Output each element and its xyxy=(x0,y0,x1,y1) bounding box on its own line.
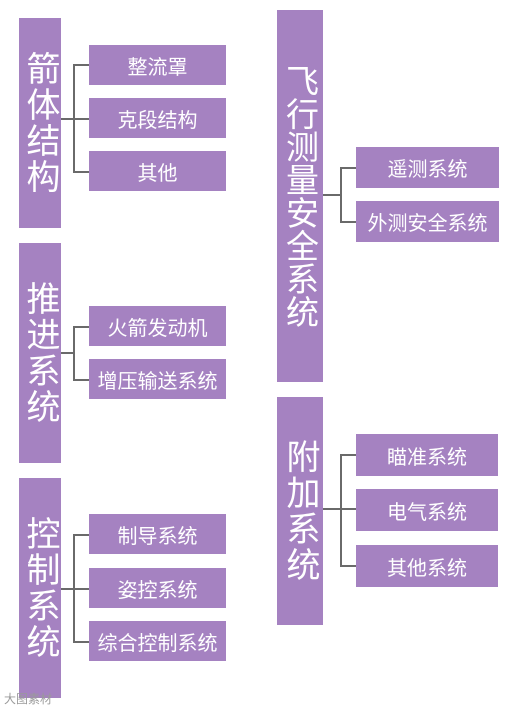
item-rocket-engine: 火箭发动机 xyxy=(89,306,226,346)
connector xyxy=(340,565,356,567)
connector xyxy=(340,508,356,510)
item-other-systems: 其他系统 xyxy=(356,545,498,587)
connector xyxy=(340,221,356,223)
connector xyxy=(73,326,89,328)
connector xyxy=(73,534,89,536)
connector xyxy=(340,454,356,456)
item-pressurization-system: 增压输送系统 xyxy=(89,359,226,399)
connector xyxy=(73,64,89,66)
item-guidance-system: 制导系统 xyxy=(89,514,226,554)
watermark: 大图素材 xyxy=(4,692,53,706)
connector xyxy=(61,352,74,354)
item-section-structure: 克段结构 xyxy=(89,98,226,138)
connector xyxy=(61,588,74,590)
item-other: 其他 xyxy=(89,151,226,191)
group-title-propulsion: 推进系统 xyxy=(19,243,61,463)
item-external-safety-system: 外测安全系统 xyxy=(356,201,499,242)
connector xyxy=(73,118,89,120)
connector xyxy=(323,508,341,510)
group-title-rocket-body: 箭体结构 xyxy=(19,18,61,228)
connector xyxy=(73,326,75,380)
connector xyxy=(73,171,89,173)
connector xyxy=(73,588,89,590)
connector xyxy=(340,167,342,222)
item-telemetry-system: 遥测系统 xyxy=(356,147,499,188)
item-integrated-control: 综合控制系统 xyxy=(89,621,226,661)
connector xyxy=(323,194,341,196)
connector xyxy=(61,118,74,120)
group-title-control: 控制系统 xyxy=(19,478,61,698)
group-title-auxiliary: 附加系统 xyxy=(277,397,323,625)
item-attitude-control: 姿控系统 xyxy=(89,568,226,608)
group-title-flight-safety: 飞行测量安全系统 xyxy=(277,10,323,382)
connector xyxy=(73,641,89,643)
connector xyxy=(340,167,356,169)
item-aiming-system: 瞄准系统 xyxy=(356,434,498,476)
connector xyxy=(73,379,89,381)
connector xyxy=(340,454,342,566)
item-fairing: 整流罩 xyxy=(89,45,226,85)
item-electrical-system: 电气系统 xyxy=(356,489,498,531)
